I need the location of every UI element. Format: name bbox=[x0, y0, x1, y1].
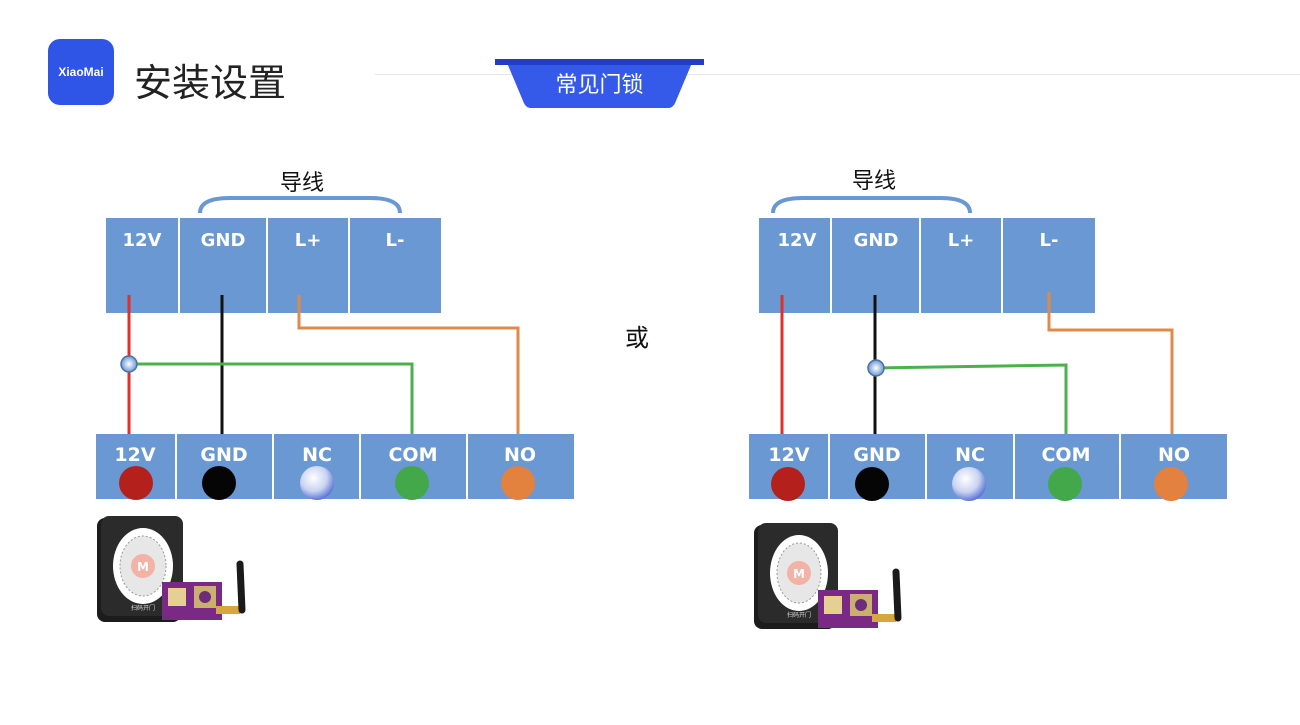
lock-terminal-gnd: GND bbox=[854, 230, 899, 251]
antenna-icon bbox=[236, 560, 246, 614]
ctrl-terminal-gnd: GND bbox=[200, 444, 247, 466]
ctrl-terminal-com: COM bbox=[388, 444, 437, 466]
jumper-wire bbox=[771, 196, 972, 214]
tab-common-locks[interactable]: 常见门锁 bbox=[495, 59, 704, 108]
terminal-dot-nc bbox=[952, 467, 986, 501]
device-label: 扫码开门 bbox=[787, 611, 811, 619]
lock-terminal-lminus: L- bbox=[386, 230, 405, 251]
header-divider bbox=[375, 74, 1300, 75]
lock-terminal-12v: 12V bbox=[123, 230, 162, 251]
jumper-wire bbox=[198, 196, 402, 214]
antenna-icon bbox=[892, 568, 902, 622]
terminal-dot-12v bbox=[771, 467, 805, 501]
jumper-label: 导线 bbox=[280, 171, 324, 196]
tab-shape bbox=[495, 59, 704, 108]
lock-terminal-block: 12V GND L+ L- bbox=[106, 218, 441, 313]
lock-terminal-block: 12V GND L+ L- bbox=[759, 218, 1095, 313]
wire-lminus-no bbox=[1047, 292, 1174, 435]
terminal-dot-no bbox=[501, 466, 535, 500]
terminal-dot-gnd bbox=[855, 467, 889, 501]
wire-lplus-no bbox=[297, 295, 520, 435]
ctrl-terminal-no: NO bbox=[1158, 444, 1190, 466]
terminal-dot-no bbox=[1154, 467, 1188, 501]
tab-label: 常见门锁 bbox=[555, 73, 644, 98]
ctrl-terminal-12v: 12V bbox=[114, 444, 155, 466]
logo-text: XiaoMai bbox=[58, 65, 104, 79]
page-title: 安装设置 bbox=[134, 61, 287, 105]
terminal-dot-com bbox=[1048, 467, 1082, 501]
device-logo-mark: M bbox=[137, 560, 149, 574]
lock-terminal-lplus: L+ bbox=[948, 230, 975, 251]
ctrl-terminal-12v: 12V bbox=[768, 444, 809, 466]
terminal-dot-com bbox=[395, 466, 429, 500]
lock-terminal-lplus: L+ bbox=[295, 230, 322, 251]
relay-module-2 bbox=[818, 568, 902, 628]
diagram-1: 导线 12V GND L+ L- 12V GND NC COM bbox=[96, 171, 574, 500]
terminal-dot-nc bbox=[300, 466, 334, 500]
ctrl-terminal-nc: NC bbox=[955, 444, 985, 466]
junction-node bbox=[120, 355, 138, 373]
app-logo: XiaoMai bbox=[48, 39, 114, 105]
wire-com bbox=[874, 363, 1068, 435]
junction-node bbox=[867, 359, 885, 377]
ctrl-terminal-gnd: GND bbox=[853, 444, 900, 466]
ctrl-terminal-com: COM bbox=[1041, 444, 1090, 466]
device-logo-mark: M bbox=[793, 567, 805, 581]
device-label: 扫码开门 bbox=[131, 604, 155, 612]
jumper-label: 导线 bbox=[852, 169, 896, 194]
lock-terminal-12v: 12V bbox=[778, 230, 817, 251]
terminal-dot-12v bbox=[119, 466, 153, 500]
ctrl-terminal-no: NO bbox=[504, 444, 536, 466]
controller-terminal-block: 12V GND NC COM NO bbox=[749, 434, 1227, 501]
wire-com bbox=[129, 362, 414, 435]
ctrl-terminal-nc: NC bbox=[302, 444, 332, 466]
or-separator: 或 bbox=[625, 324, 649, 352]
lock-terminal-lminus: L- bbox=[1040, 230, 1059, 251]
relay-module-1 bbox=[162, 560, 246, 620]
lock-terminal-gnd: GND bbox=[201, 230, 246, 251]
controller-terminal-block: 12V GND NC COM NO bbox=[96, 434, 574, 500]
terminal-dot-gnd bbox=[202, 466, 236, 500]
diagram-2: 导线 12V GND L+ L- 12V GND NC COM NO bbox=[749, 169, 1227, 501]
